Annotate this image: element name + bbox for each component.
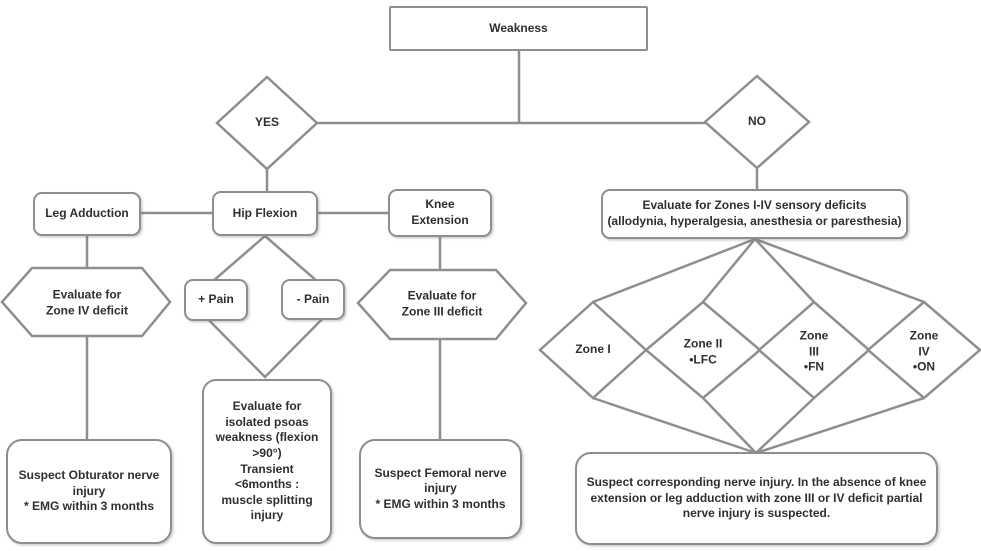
femoral-outcome-node: Suspect Femoral nerve injury * EMG withi…: [359, 439, 522, 539]
edge-zone2-suspect: [702, 397, 757, 454]
obturator-outcome-node: Suspect Obturator nerve injury * EMG wit…: [6, 439, 172, 544]
zone3-eval-hexagon: [356, 268, 528, 341]
zone4-eval-hexagon: [0, 266, 172, 338]
leg-adduction-node: Leg Adduction: [33, 192, 141, 236]
edge-zone3-suspect: [755, 397, 815, 454]
zone4-diamond: [866, 300, 981, 400]
edge-zonesbox-zone1: [592, 237, 756, 304]
edge-zone1-suspect: [592, 396, 757, 455]
knee-extension-node: Knee Extension: [388, 189, 492, 237]
hip-flexion-node: Hip Flexion: [212, 191, 318, 236]
zone2-diamond-label: Zone II •LFC: [683, 336, 723, 366]
no-decision-diamond: [703, 74, 811, 170]
yes-decision-diamond: [215, 75, 319, 171]
zone4-eval-label: Evaluate for Zone IV deficit: [45, 287, 128, 317]
edge-zonesbox-zone2: [702, 238, 756, 303]
no-label: NO: [748, 114, 766, 129]
minus-pain-node: - Pain: [281, 279, 345, 320]
connector-lines: [85, 51, 925, 455]
zone2-diamond: [644, 300, 762, 400]
zone3-eval-label: Evaluate for Zone III deficit: [401, 288, 483, 318]
zone4-diamond-label: Zone IV •ON: [909, 328, 939, 374]
zone1-diamond: [538, 300, 648, 400]
weakness-node: Weakness: [389, 6, 648, 51]
psoas-eval-node: Evaluate for isolated psoas weakness (fl…: [202, 379, 332, 544]
edge-zone4-suspect: [755, 396, 925, 455]
zone1-diamond-label: Zone I: [575, 342, 611, 357]
suspect-corresponding-outcome-node: Suspect corresponding nerve injury. In t…: [575, 452, 938, 545]
zone3-diamond-label: Zone III •FN: [799, 328, 829, 374]
zones-sensory-eval-node: Evaluate for Zones I-IV sensory deficits…: [601, 189, 908, 239]
shape-layer: [0, 74, 981, 400]
zone3-diamond: [757, 300, 871, 400]
edge-zonesbox-zone3: [754, 238, 815, 303]
yes-label: YES: [254, 115, 280, 130]
plus-pain-node: + Pain: [184, 279, 248, 321]
edge-zonesbox-zone4: [754, 237, 925, 304]
